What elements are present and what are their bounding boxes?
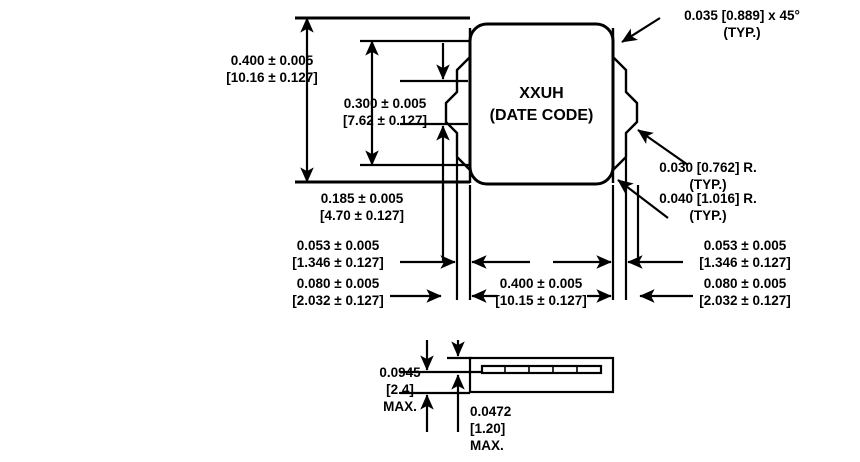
side-total-thickness-line3: MAX.: [383, 399, 417, 414]
dim-overall-height-mm: [10.16 ± 0.127]: [226, 70, 317, 85]
dim-overall-height-inch: 0.400 ± 0.005: [231, 53, 314, 68]
dim-lead-span-mm: [4.70 ± 0.127]: [320, 208, 404, 223]
dim-left-lead-offset-mm: [2.032 ± 0.127]: [292, 293, 383, 308]
note-radius-large-line2: (TYP.): [689, 208, 726, 223]
dim-lead-span-inch: 0.185 ± 0.005: [321, 191, 404, 206]
note-radius-small-line2: (TYP.): [689, 177, 726, 192]
callout-notes-group: 0.035 [0.889] x 45° (TYP.) 0.030 [0.762]…: [617, 8, 800, 223]
dim-right-lead-width-mm: [1.346 ± 0.127]: [699, 255, 790, 270]
body-marking-line2: (DATE CODE): [490, 107, 594, 124]
note-chamfer-line2: (TYP.): [723, 25, 760, 40]
leader-radius-large: [617, 179, 669, 219]
dim-overall-width-inch: 0.400 ± 0.005: [500, 276, 583, 291]
vertical-dimensions-group: 0.400 ± 0.005 [10.16 ± 0.127] 0.300 ± 0.…: [226, 16, 470, 223]
note-radius-large-line1: 0.040 [1.016] R.: [659, 191, 757, 206]
leader-radius-small: [637, 129, 689, 166]
dim-right-lead-width-inch: 0.053 ± 0.005: [704, 238, 787, 253]
dim-left-lead-width-inch: 0.053 ± 0.005: [297, 238, 380, 253]
dim-right-lead-offset-inch: 0.080 ± 0.005: [704, 276, 787, 291]
side-total-thickness-line2: [2.4]: [386, 382, 414, 397]
side-view-body: [468, 356, 615, 394]
leader-chamfer: [621, 17, 661, 43]
side-standoff-line1: 0.0472: [470, 404, 511, 419]
package-body: [468, 22, 615, 186]
side-standoff-line3: MAX.: [470, 438, 504, 453]
horizontal-dimensions-group: 0.053 ± 0.005 [1.346 ± 0.127] 0.080 ± 0.…: [292, 158, 791, 308]
side-view-group: 0.0945 [2.4] MAX. 0.0472 [1.20] MAX.: [379, 340, 615, 453]
dim-overall-width-mm: [10.15 ± 0.127]: [495, 293, 586, 308]
side-view-lead-strip: [480, 364, 603, 375]
dim-inner-height-mm: [7.62 ± 0.127]: [343, 113, 427, 128]
top-view-group: XXUH (DATE CODE): [444, 22, 639, 186]
dim-left-lead-offset-inch: 0.080 ± 0.005: [297, 276, 380, 291]
body-marking-line1: XXUH: [519, 85, 563, 102]
dim-left-lead-width-mm: [1.346 ± 0.127]: [292, 255, 383, 270]
note-chamfer-line1: 0.035 [0.889] x 45°: [684, 8, 800, 23]
dim-inner-height-inch: 0.300 ± 0.005: [344, 96, 427, 111]
side-standoff-line2: [1.20]: [470, 421, 505, 436]
note-radius-small-line1: 0.030 [0.762] R.: [659, 160, 757, 175]
side-total-thickness-line1: 0.0945: [379, 365, 421, 380]
dim-right-lead-offset-mm: [2.032 ± 0.127]: [699, 293, 790, 308]
